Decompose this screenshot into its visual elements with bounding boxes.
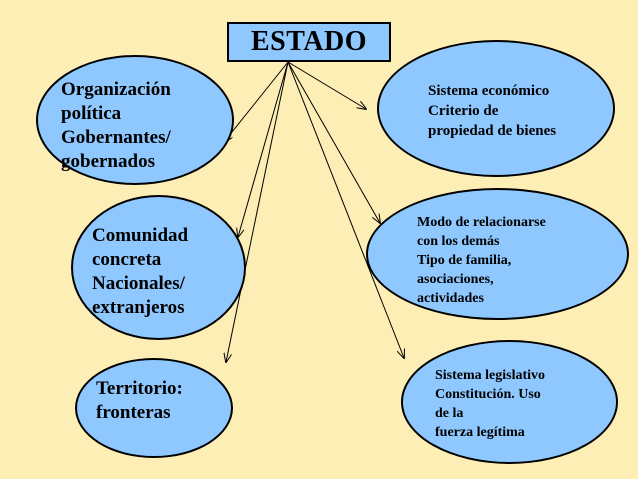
arrow-to-comunidad — [238, 61, 289, 237]
node-line: concreta — [92, 249, 162, 270]
node-line: fronteras — [96, 402, 171, 423]
node-organizacion-politica: Organización política Gobernantes/ gober… — [36, 55, 234, 185]
node-line: Constitución. Uso — [435, 387, 541, 402]
node-line: fuerza legítima — [435, 425, 525, 440]
node-line: Territorio: — [96, 378, 183, 399]
node-line: Sistema económico — [428, 83, 550, 99]
node-line: con los demás — [417, 234, 500, 249]
node-line: actividades — [417, 291, 484, 306]
arrow-to-economico — [287, 61, 366, 109]
node-line: Criterio de — [428, 103, 499, 119]
estado-title-box: ESTADO — [227, 22, 391, 62]
node-line: asociaciones, — [417, 272, 494, 287]
arrow-to-organizacion — [224, 61, 289, 142]
node-line: Tipo de familia, — [417, 253, 512, 268]
node-comunidad-concreta: Comunidad concreta Nacionales/ extranjer… — [71, 195, 246, 340]
node-line: Comunidad — [92, 225, 189, 246]
node-line: gobernados — [61, 151, 155, 172]
node-line: política — [61, 103, 122, 124]
node-territorio: Territorio: fronteras — [75, 358, 233, 458]
node-line: Sistema legislativo — [435, 368, 546, 383]
node-line: propiedad de bienes — [428, 123, 557, 139]
node-line: de la — [435, 406, 464, 421]
node-line: Nacionales/ — [92, 273, 185, 294]
arrow-to-relacion — [287, 61, 380, 223]
node-line: Gobernantes/ — [61, 127, 171, 148]
node-modo-de-relacionarse: Modo de relacionarse con los demás Tipo … — [366, 188, 629, 320]
node-sistema-legislativo: Sistema legislativo Constitución. Uso de… — [401, 340, 618, 464]
node-line: extranjeros — [92, 297, 185, 318]
arrow-to-territorio — [226, 61, 289, 362]
node-line: Organización — [61, 79, 171, 100]
node-line: Modo de relacionarse — [417, 215, 546, 230]
node-sistema-economico: Sistema económico Criterio de propiedad … — [377, 40, 615, 177]
estado-title: ESTADO — [250, 26, 368, 57]
